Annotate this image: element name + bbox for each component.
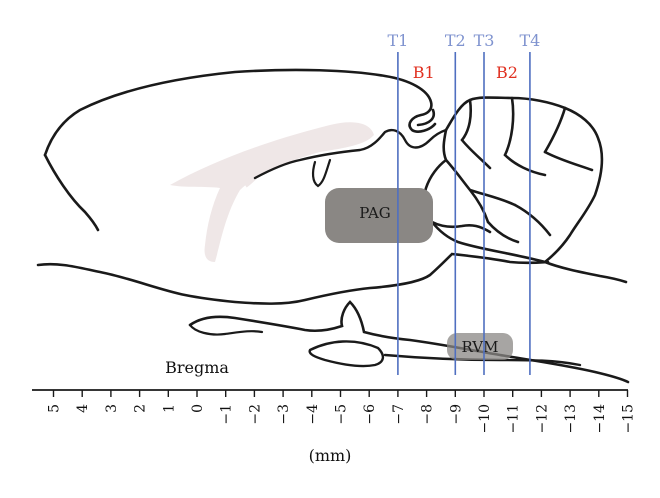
axis-tick-label: −8 [420,404,436,425]
block-label-b1: B1 [413,63,435,82]
hypothalamus-outline [188,323,264,336]
axis-tick-label: 0 [190,404,206,413]
axis-tick-label: −9 [448,404,464,425]
axis-tick-label: 3 [104,404,120,413]
axis-tick-label: 4 [75,404,91,413]
axis-tick-label: −11 [506,404,522,434]
brainstem-upper-outline [36,252,550,305]
section-label-t1: T1 [387,31,408,50]
axis-tick-label: −4 [305,404,321,425]
hippocampus-shape [170,122,374,263]
axis-tick-label: 5 [47,404,63,413]
axis-tick-label: −3 [276,404,292,425]
axis-unit-label: (mm) [309,446,352,465]
colliculus-tail [311,158,332,188]
section-label-t2: T2 [445,31,466,50]
pag-region [325,188,433,243]
section-label-t3: T3 [474,31,495,50]
axis-ticks: 5 4 3 2 1 0 −1 −2 −3 −4 −5 −6 −7 −8 −9 −10 −11 −12 −13 −14−… [47,390,637,434]
axis-tick-label: 1 [161,404,177,413]
pag-label: PAG [359,204,391,222]
cortex-outline [43,68,437,157]
axis-tick-label: −6 [362,404,378,425]
axis-tick-label: −2 [247,404,263,425]
colliculus-outline [253,128,448,180]
axis-tick-label: −7 [391,404,407,425]
rvm-label: RVM [462,338,499,356]
section-lines: T1 T2 T3 T4 [387,31,540,375]
block-labels: B1 B2 [413,63,518,82]
axis-tick-label: −10 [477,404,493,434]
axis-tick-label: 2 [133,404,149,413]
axis-tick-label: −1 [219,404,235,425]
bregma-label: Bregma [165,358,229,377]
axis-tick-label: −13 [563,404,579,434]
block-label-b2: B2 [496,63,518,82]
cortex-lower-edge [43,153,100,232]
section-label-t4: T4 [519,31,540,50]
cerebellum-outline [422,96,628,284]
axis-tick-label: −12 [534,404,550,434]
axis-tick-label: −5 [334,404,350,425]
rvm-region [447,333,513,360]
axis-tick-label: −15 [621,404,637,434]
pons-outline [188,300,630,384]
axis-tick-label: −14 [592,404,608,434]
